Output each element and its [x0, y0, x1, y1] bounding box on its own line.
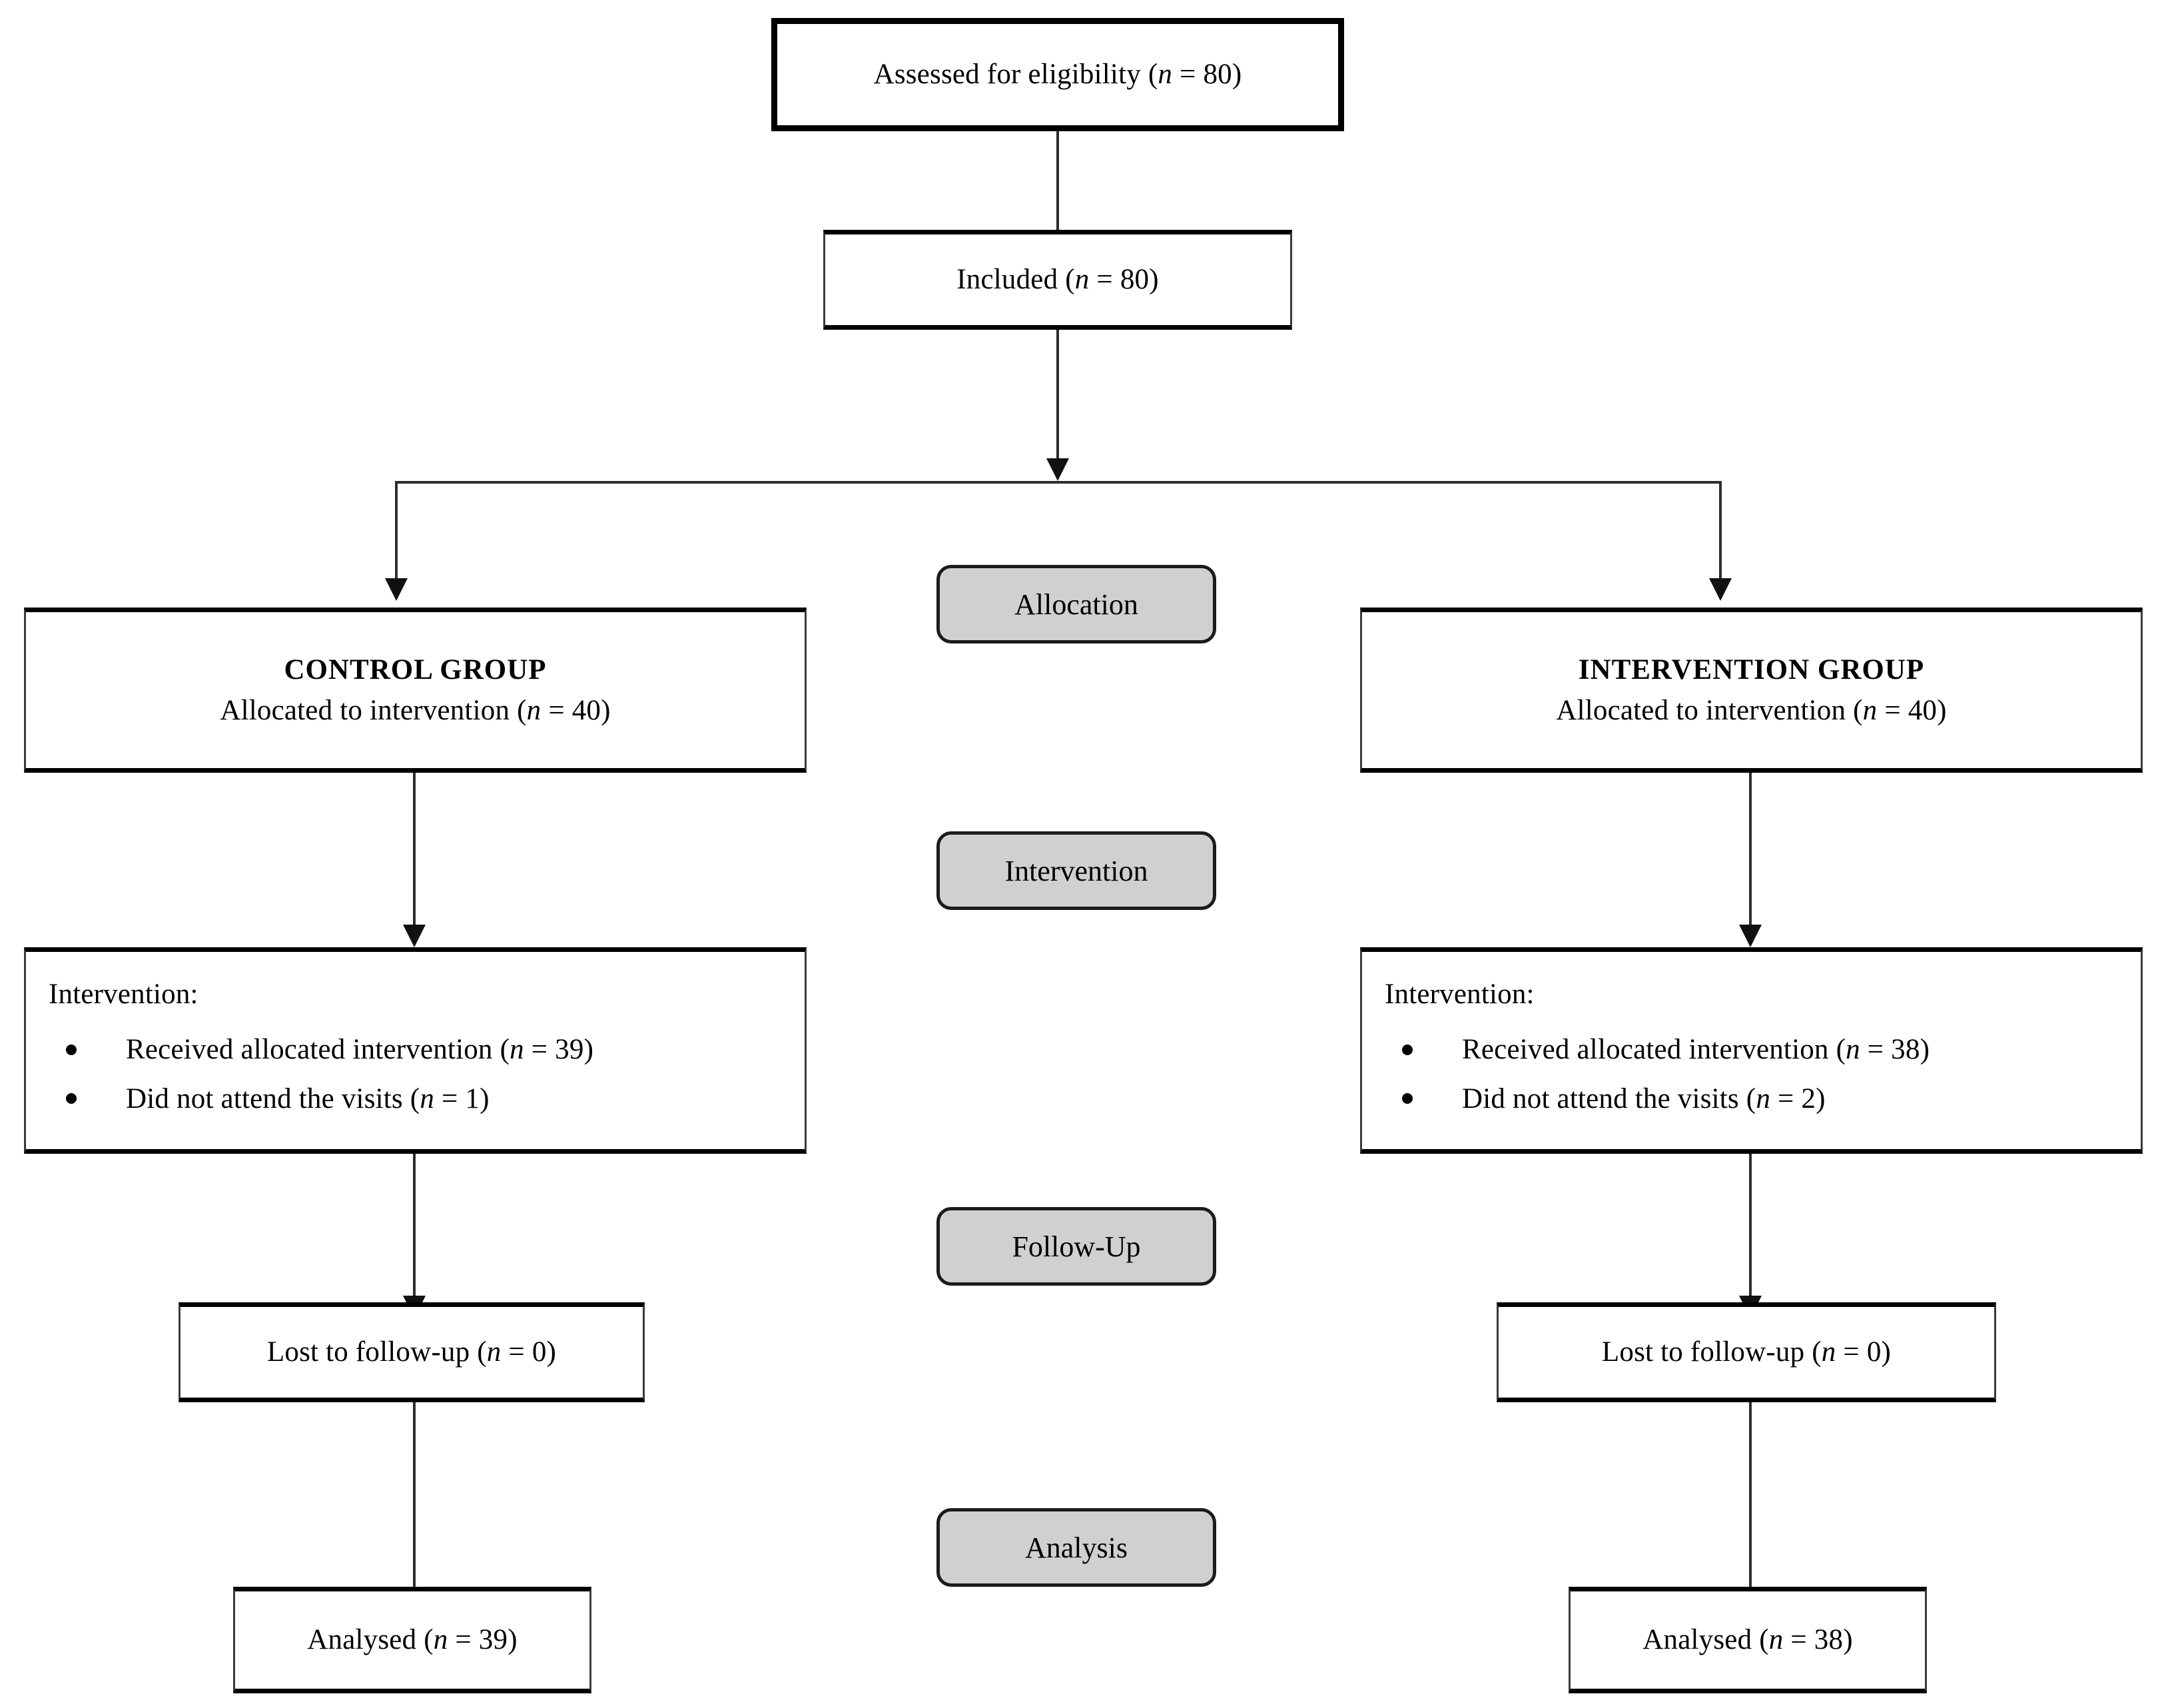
intervention-intervention-bullets: Received allocated intervention (n = 38)…: [1385, 1021, 1930, 1126]
node-control-lost-to-follow-up: Lost to follow-up (n = 0): [179, 1302, 645, 1402]
control-lost-text: Lost to follow-up (n = 0): [266, 1336, 557, 1368]
node-intervention-group: INTERVENTION GROUP Allocated to interven…: [1360, 608, 2143, 773]
stage-follow-up-text: Follow-Up: [1012, 1230, 1141, 1263]
connector-intervention-intervention-to-lost: [1749, 1154, 1752, 1297]
connector-branch-left: [395, 481, 398, 580]
node-intervention-analysed: Analysed (n = 38): [1569, 1587, 1927, 1693]
included-text: Included (n = 80): [956, 264, 1159, 296]
connector-branch-right: [1719, 481, 1722, 580]
node-intervention-lost-to-follow-up: Lost to follow-up (n = 0): [1497, 1302, 1996, 1402]
control-group-allocated: Allocated to intervention (n = 40): [220, 695, 611, 726]
node-control-group: CONTROL GROUP Allocated to intervention …: [24, 608, 807, 773]
intervention-group-allocated: Allocated to intervention (n = 40): [1556, 695, 1947, 726]
connector-control-lost-to-analysed: [413, 1402, 416, 1594]
node-control-analysed: Analysed (n = 39): [233, 1587, 591, 1693]
stage-label-allocation: Allocation: [936, 565, 1216, 643]
stage-analysis-text: Analysis: [1025, 1531, 1128, 1564]
connector-intervention-group-to-intervention: [1749, 773, 1752, 926]
node-control-intervention: Intervention: Received allocated interve…: [24, 947, 807, 1154]
connector-included-down: [1056, 330, 1059, 460]
intervention-group-title: INTERVENTION GROUP: [1578, 653, 1925, 685]
stage-label-intervention: Intervention: [936, 831, 1216, 910]
connector-split-bar: [395, 481, 1722, 484]
stage-allocation-text: Allocation: [1014, 588, 1138, 621]
control-intervention-heading: Intervention:: [49, 979, 198, 1011]
control-group-title: CONTROL GROUP: [284, 653, 547, 685]
assessed-text: Assessed for eligibility (n = 80): [873, 59, 1242, 91]
arrowhead-included-to-bar: [1046, 458, 1069, 481]
stage-label-analysis: Analysis: [936, 1508, 1216, 1587]
node-included: Included (n = 80): [823, 230, 1292, 330]
arrowhead-control-group-to-intervention: [403, 925, 426, 947]
connector-control-intervention-to-lost: [413, 1154, 416, 1297]
control-intervention-bullets: Received allocated intervention (n = 39)…: [49, 1021, 593, 1126]
list-item: Received allocated intervention (n = 38): [1385, 1029, 1930, 1070]
list-item: Received allocated intervention (n = 39): [49, 1029, 593, 1070]
connector-control-group-to-intervention: [413, 773, 416, 926]
list-item: Did not attend the visits (n = 2): [1385, 1078, 1930, 1119]
stage-label-follow-up: Follow-Up: [936, 1207, 1216, 1286]
intervention-intervention-heading: Intervention:: [1385, 979, 1535, 1011]
connector-assessed-to-included: [1056, 131, 1059, 230]
connector-intervention-lost-to-analysed: [1749, 1402, 1752, 1594]
stage-intervention-text: Intervention: [1004, 854, 1148, 887]
arrowhead-branch-right: [1709, 578, 1732, 601]
intervention-lost-text: Lost to follow-up (n = 0): [1601, 1336, 1892, 1368]
node-intervention-intervention: Intervention: Received allocated interve…: [1360, 947, 2143, 1154]
arrowhead-intervention-group-to-intervention: [1739, 925, 1762, 947]
control-analysed-text: Analysed (n = 39): [307, 1624, 518, 1656]
arrowhead-branch-left: [385, 578, 408, 601]
node-assessed-for-eligibility: Assessed for eligibility (n = 80): [771, 18, 1344, 131]
intervention-analysed-text: Analysed (n = 38): [1642, 1624, 1853, 1656]
list-item: Did not attend the visits (n = 1): [49, 1078, 593, 1119]
